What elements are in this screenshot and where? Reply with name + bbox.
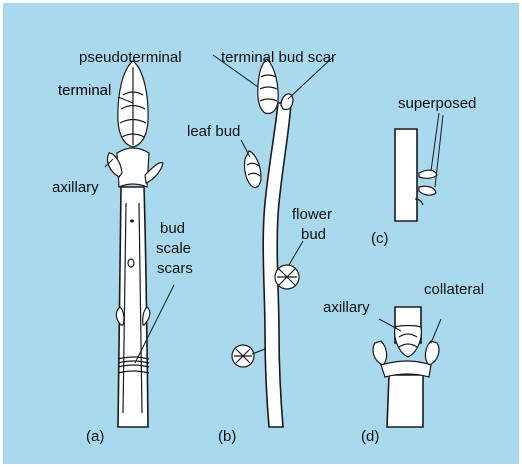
panel-label-c: (c) [371, 230, 389, 247]
label-flower: flower [292, 206, 332, 223]
panel-label-b: (b) [218, 428, 236, 445]
label-collateral: collateral [424, 281, 484, 298]
label-pseudoterminal: pseudoterminal [79, 49, 182, 66]
label-scars: scars [157, 260, 193, 277]
twig-c-stem [395, 129, 417, 221]
terminal-bud-base [117, 148, 149, 187]
label-bud: bud [160, 220, 185, 237]
superposed-bud-upper [419, 170, 437, 178]
diagram-canvas: pseudoterminal terminal axillary bud sca… [3, 3, 519, 464]
twig-a-stem [118, 187, 148, 427]
lenticel-1 [130, 220, 134, 223]
panel-label-d: (d) [361, 428, 379, 445]
leaf-scar-d [381, 361, 431, 377]
label-axillary-d: axillary [323, 299, 370, 316]
panel-label-a: (a) [86, 428, 104, 445]
label-axillary-a: axillary [52, 179, 99, 196]
label-superposed: superposed [398, 95, 476, 112]
label-terminal-bud-scar: terminal bud scar [221, 49, 336, 66]
label-flower-bud: bud [301, 226, 326, 243]
diagram-panel: pseudoterminal terminal axillary bud sca… [3, 3, 519, 464]
label-scale: scale [156, 240, 191, 257]
twig-d-stem-lower [387, 375, 423, 427]
label-terminal: terminal [58, 82, 111, 99]
label-leaf-bud: leaf bud [187, 123, 240, 140]
